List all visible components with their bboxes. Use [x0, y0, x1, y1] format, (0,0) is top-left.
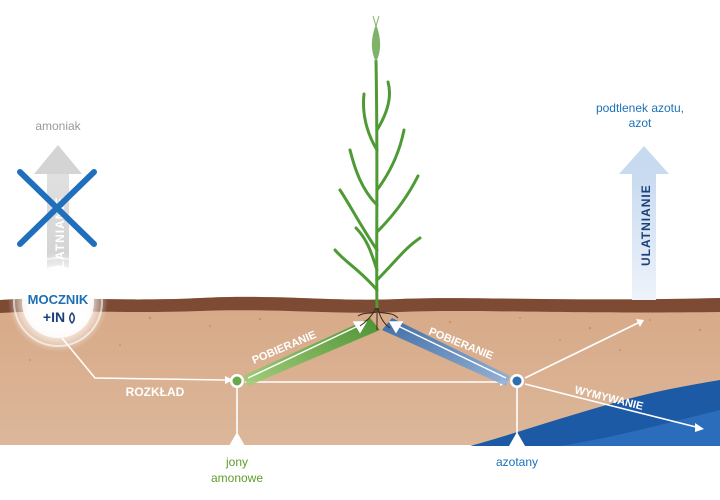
soil-layer [0, 296, 720, 445]
flow-arrows [61, 321, 701, 440]
jony-node [230, 374, 244, 388]
in-badge: +IN [43, 309, 65, 325]
ulatnianie-right-label: ULATNIANIE [639, 184, 653, 266]
topsoil-band [0, 296, 720, 313]
in-leaf-icon [69, 311, 75, 325]
azotany-node [510, 374, 524, 388]
mocznik-label: MOCZNIK [28, 292, 89, 307]
podtlenek-label-line1: podtlenek azotu, [596, 101, 684, 115]
groundwater-highlight [560, 410, 720, 446]
uptake-arrows [247, 321, 507, 379]
callout-notch-right [509, 432, 525, 446]
blocked-x-icon [17, 169, 97, 247]
callout-notch-left [229, 432, 245, 446]
uptake-beam-blue [382, 318, 510, 386]
jony-label-line1: jony [225, 455, 248, 469]
soil-texture [29, 316, 702, 361]
azotany-label: azotany [496, 455, 538, 469]
volatilization-arrow-right [619, 146, 669, 300]
rozklad-label: ROZKŁAD [126, 385, 185, 399]
uptake-beam-green [243, 318, 380, 386]
amoniak-label: amoniak [35, 119, 81, 133]
wheat-plant-icon [333, 15, 422, 330]
jony-label-line2: amonowe [211, 471, 263, 485]
podtlenek-label-line2: azot [629, 116, 652, 130]
